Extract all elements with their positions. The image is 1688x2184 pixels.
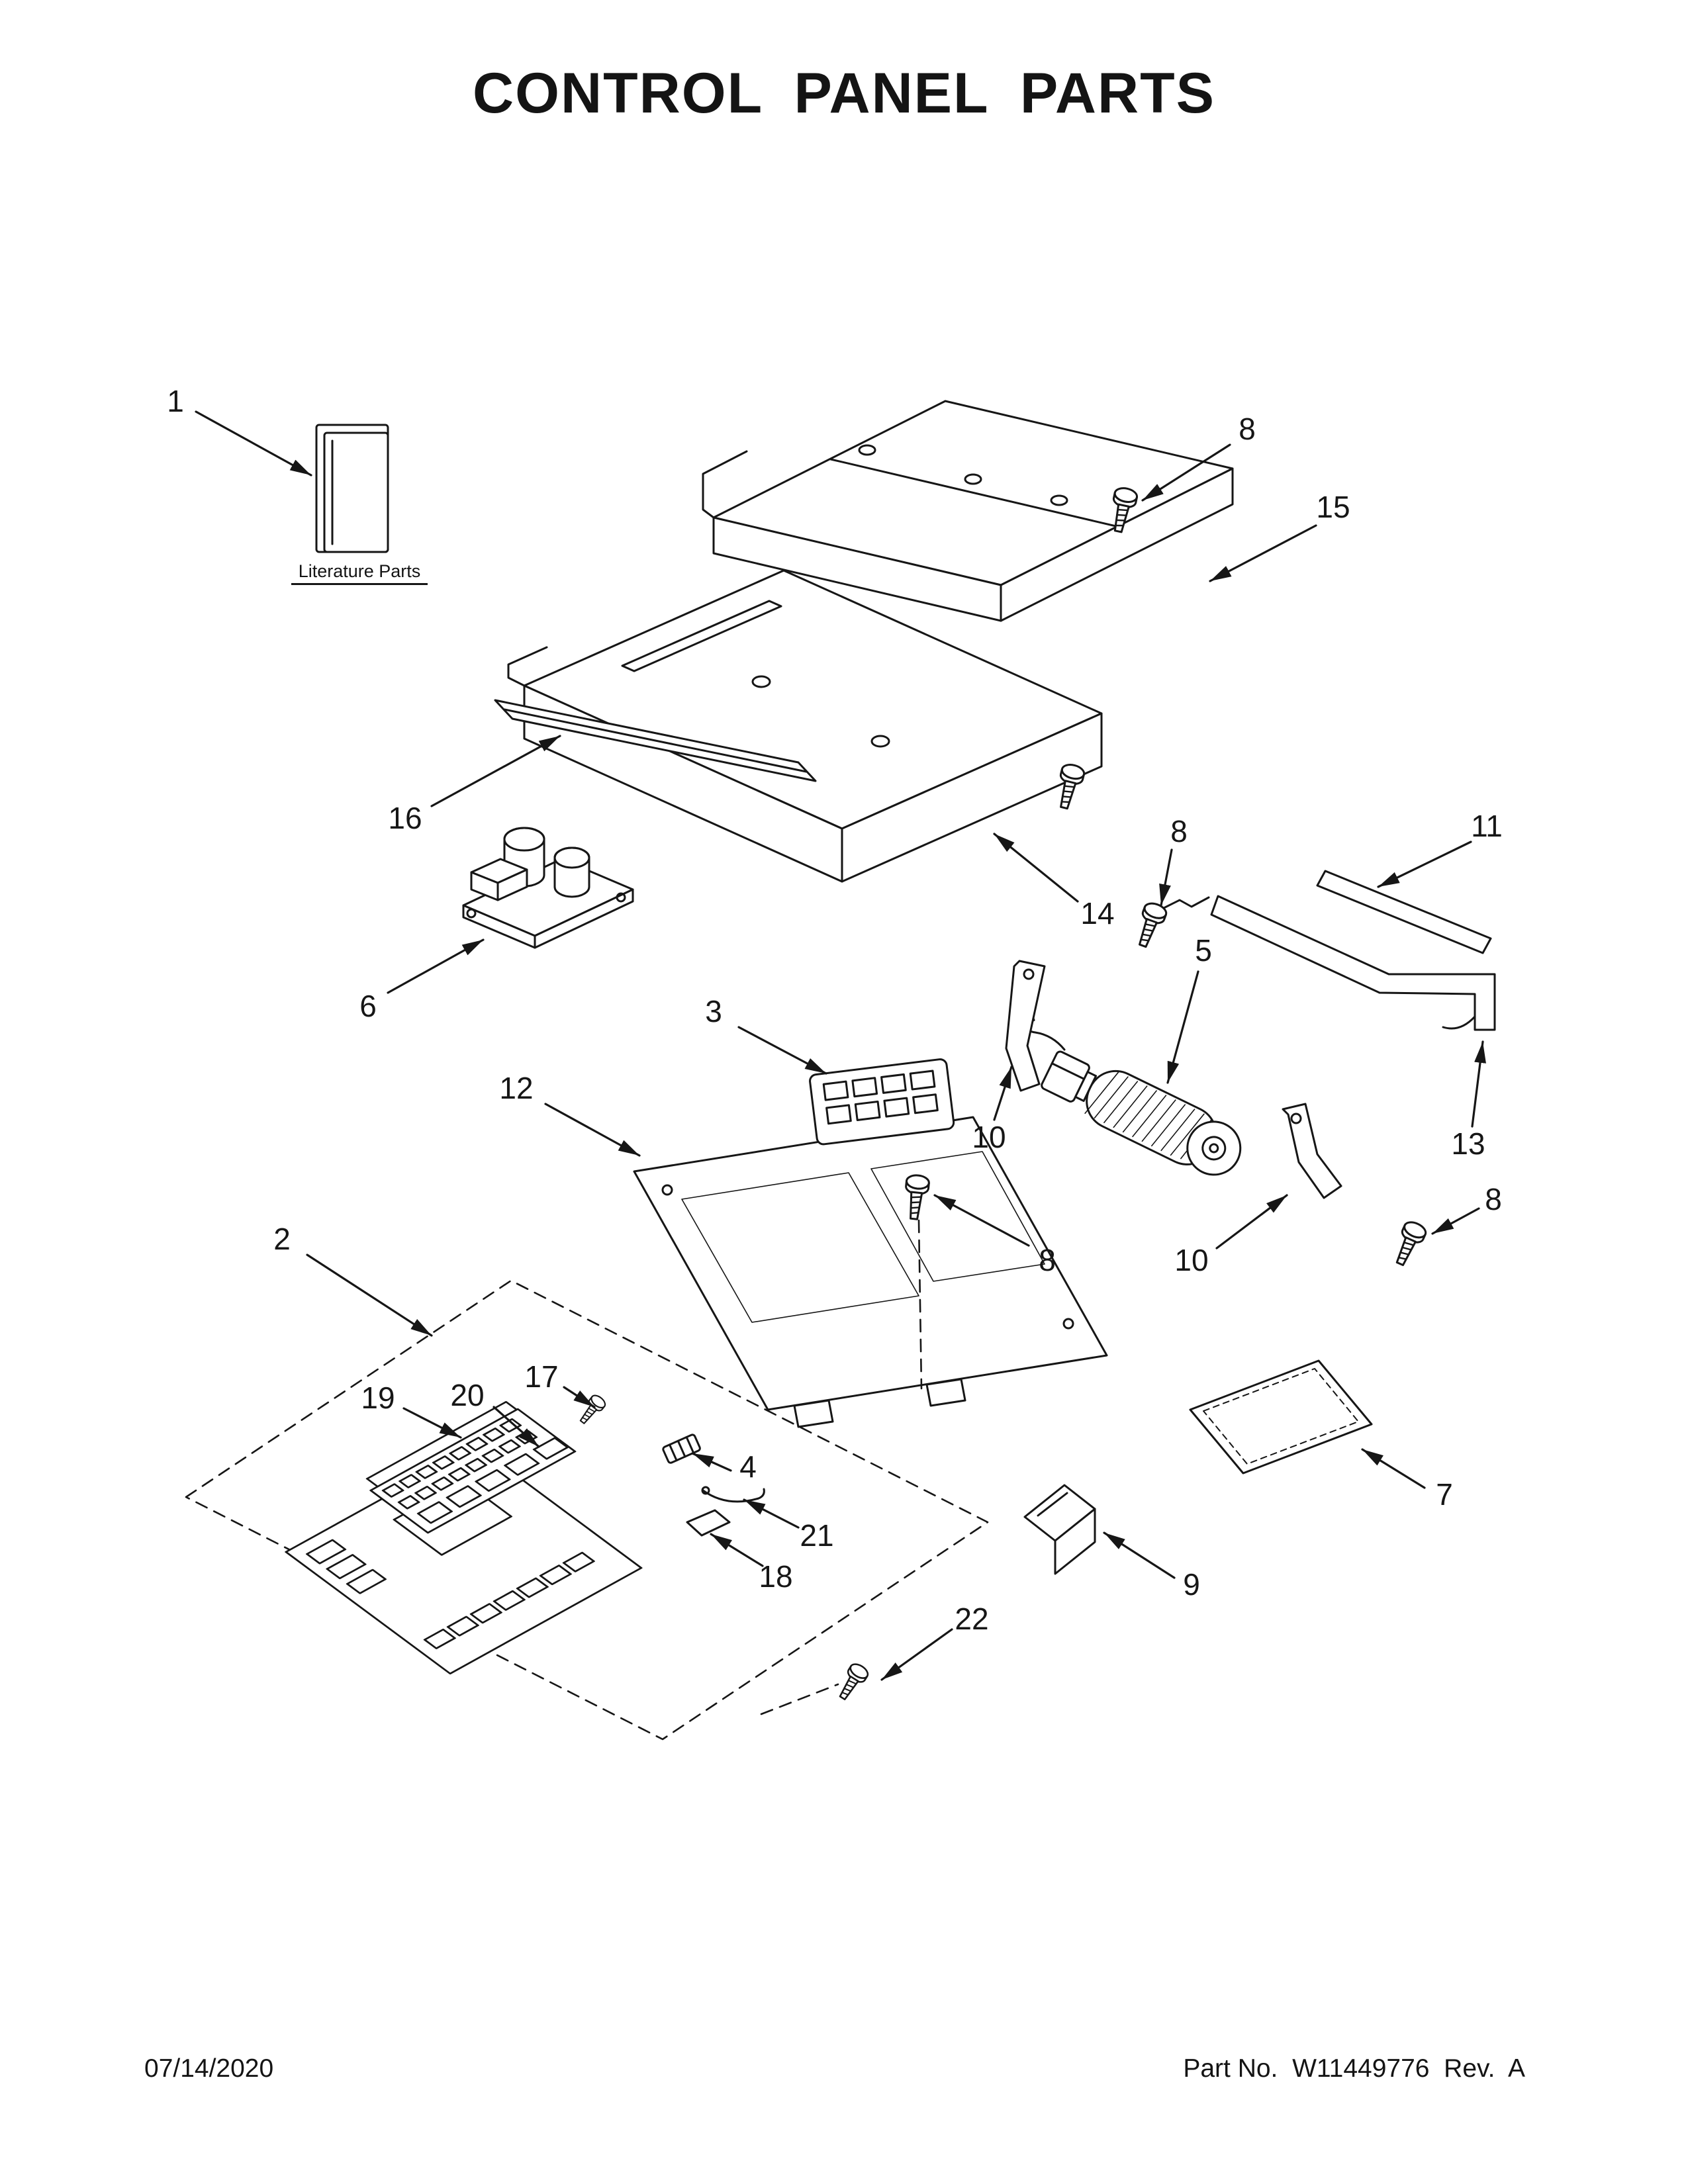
- callout-19: 19: [361, 1381, 395, 1415]
- callout-2: 2: [273, 1222, 291, 1256]
- callout-7: 7: [1436, 1477, 1453, 1512]
- part-10-bracket-left: [1005, 960, 1046, 1092]
- part-7-display-board: [1189, 1359, 1373, 1475]
- part-18-clip: [686, 1509, 731, 1537]
- callout-10-a: 10: [972, 1120, 1006, 1154]
- callout-10-b: 10: [1174, 1243, 1209, 1277]
- callout-13: 13: [1451, 1126, 1485, 1161]
- part-2-panel-outline: [185, 1279, 989, 1741]
- callout-4: 4: [739, 1449, 757, 1484]
- part-5-blower-fan: [1014, 1009, 1242, 1176]
- callout-11: 11: [1471, 809, 1503, 843]
- ground-wire: [1162, 896, 1210, 909]
- callout-20: 20: [450, 1378, 485, 1412]
- part-13-side-bracket: [1210, 895, 1496, 1031]
- part-21-jumper-wire: [701, 1486, 765, 1503]
- callout-22: 22: [955, 1602, 989, 1636]
- callout-15: 15: [1316, 490, 1350, 524]
- page-title: CONTROL PANEL PARTS: [472, 62, 1216, 125]
- part-9-bracket: [1023, 1484, 1096, 1575]
- alignment-dash-line: [760, 1683, 839, 1715]
- footer-part-no: Part No. W11449776 Rev. A: [1183, 2054, 1525, 2083]
- callout-8-b: 8: [1170, 814, 1188, 848]
- callout-arrows: [195, 410, 1486, 1681]
- part-1-literature-pack: [315, 424, 389, 553]
- callout-17: 17: [524, 1359, 559, 1394]
- callout-6: 6: [359, 989, 377, 1023]
- callout-21: 21: [800, 1518, 834, 1553]
- callout-9: 9: [1183, 1567, 1200, 1602]
- callout-14: 14: [1080, 896, 1115, 931]
- callout-16: 16: [388, 801, 422, 835]
- part-12-mounting-plate: [633, 1116, 1108, 1428]
- callout-12: 12: [499, 1071, 534, 1105]
- part-11-trim-strip: [1316, 870, 1492, 954]
- part-15-top-panel: [702, 400, 1234, 622]
- callout-8-a: 8: [1239, 412, 1256, 446]
- literature-parts-label: Literature Parts: [291, 561, 428, 585]
- part-22-screw: [833, 1660, 871, 1704]
- callout-5: 5: [1195, 933, 1212, 968]
- callout-18: 18: [759, 1559, 793, 1594]
- callout-8-d: 8: [1039, 1243, 1056, 1277]
- alignment-dash-line: [917, 1219, 923, 1390]
- part-3-terminal-block: [809, 1058, 955, 1146]
- callout-1: 1: [167, 384, 184, 418]
- part-6-relay-assembly: [462, 827, 634, 949]
- callout-3: 3: [705, 994, 722, 1028]
- callout-8-c: 8: [1485, 1182, 1502, 1216]
- part-8-screw-d: [1388, 1218, 1429, 1269]
- part-16-trim-strip: [494, 699, 817, 782]
- part-10-bracket-right: [1282, 1103, 1342, 1199]
- footer-date: 07/14/2020: [144, 2054, 274, 2083]
- part-4-connector: [662, 1433, 701, 1464]
